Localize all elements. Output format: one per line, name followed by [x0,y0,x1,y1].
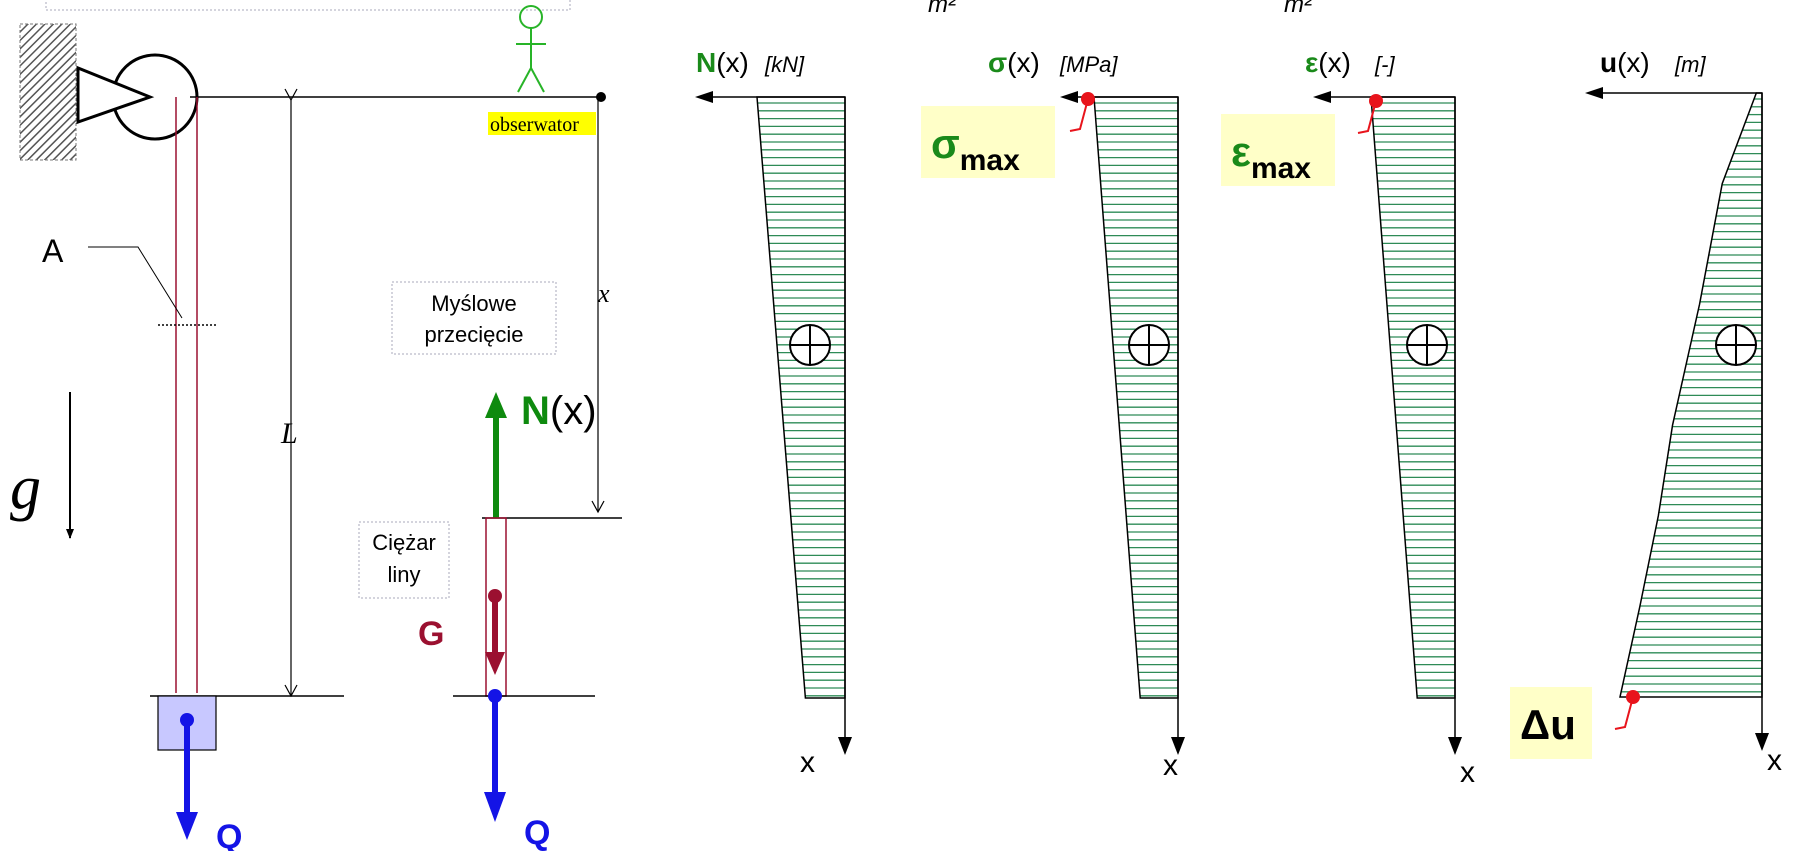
label-L: L [280,417,298,450]
diagram-outline [1619,92,1763,698]
label-Q-right: Q [524,814,550,851]
x-axis-arrowhead [838,737,852,755]
observer-label: obserwator [490,114,579,136]
force-G-head [485,652,505,675]
force-Q2-head [484,792,506,822]
axis-label-x: x [800,746,815,779]
max-point [1081,92,1095,106]
frame-fragment [45,0,571,11]
diagram-outline [1093,96,1179,699]
weight-box [358,521,450,599]
rope-scheme: A g L Q obserwator x Myślowe przecięcie [10,5,622,856]
unit-fragment-right: m² [1284,0,1313,18]
max-point [1626,690,1640,704]
cut-box [391,281,557,355]
value-axis-arrowhead [1060,91,1078,103]
max-label-box-sigma [921,106,1055,178]
max-label-eps: εmax [1231,128,1311,185]
max-leader [1357,100,1377,134]
cut-box-line-2: przecięcie [424,322,523,347]
force-Q2-point [488,689,502,703]
diagram-eps: ε(x) [-] x εmax [1221,47,1475,789]
axis-label-x: x [1163,749,1178,782]
observer-icon [516,5,546,93]
max-leader [1614,696,1634,730]
diagram-unit-N: [kN] [764,52,805,77]
max-label-u: Δu [1520,701,1576,748]
max-label-sigma: σmax [931,120,1020,177]
max-label-box-u [1510,687,1592,759]
diagram-title-sigma: σ(x) [988,47,1040,78]
x-axis-arrowhead [1448,737,1462,755]
force-G-point [488,589,502,603]
diagram-unit-u: [m] [1674,52,1706,77]
x-axis-arrowhead [1755,733,1769,751]
diagram-N: N(x) [kN] x [695,47,852,779]
label-A: A [42,233,64,269]
diagram-unit-sigma: [MPa] [1059,52,1118,77]
leader-A [88,246,183,319]
diagram-u: u(x) [m] x Δu [1510,47,1782,777]
force-Q-point [180,713,194,727]
max-leader [1069,98,1089,132]
cut-box-line-1: Myślowe [431,291,517,316]
label-x: x [597,279,610,308]
diagram-title-u: u(x) [1600,47,1650,78]
label-g: g [10,454,41,522]
value-axis-arrowhead [1585,87,1603,99]
weight-box-line-2: liny [387,562,420,587]
diagram-outline [1370,96,1456,699]
diagram-outline [756,96,846,699]
force-Q-head [176,812,198,840]
observer-label-bg [488,112,596,135]
max-label-box-eps [1221,114,1335,186]
wall-support [19,23,77,161]
weight-box-line-1: Ciężar [372,530,436,555]
force-N-head [485,392,507,418]
value-axis-arrowhead [695,91,713,103]
diagram-unit-eps: [-] [1374,52,1395,77]
max-point [1369,94,1383,108]
axis-label-x: x [1460,756,1475,789]
unit-fragment-left: m² [928,0,957,18]
pulley-bracket [76,65,155,125]
value-axis-arrowhead [1313,91,1331,103]
diagram-sigma: σ(x) [MPa] x σmax [921,47,1185,782]
origin-point [596,92,606,102]
diagram-title-eps: ε(x) [1305,47,1351,78]
label-N: N(x) [521,389,597,433]
label-Q-left: Q [216,818,242,851]
axis-label-x: x [1767,744,1782,777]
diagram-title-N: N(x) [696,47,749,78]
x-axis-arrowhead [1171,737,1185,755]
label-G: G [418,615,444,653]
diagrams-group: N(x) [kN] x σ(x) [MPa] x σmax ε(x) [-] x εmax u(x) [… [695,47,1782,789]
